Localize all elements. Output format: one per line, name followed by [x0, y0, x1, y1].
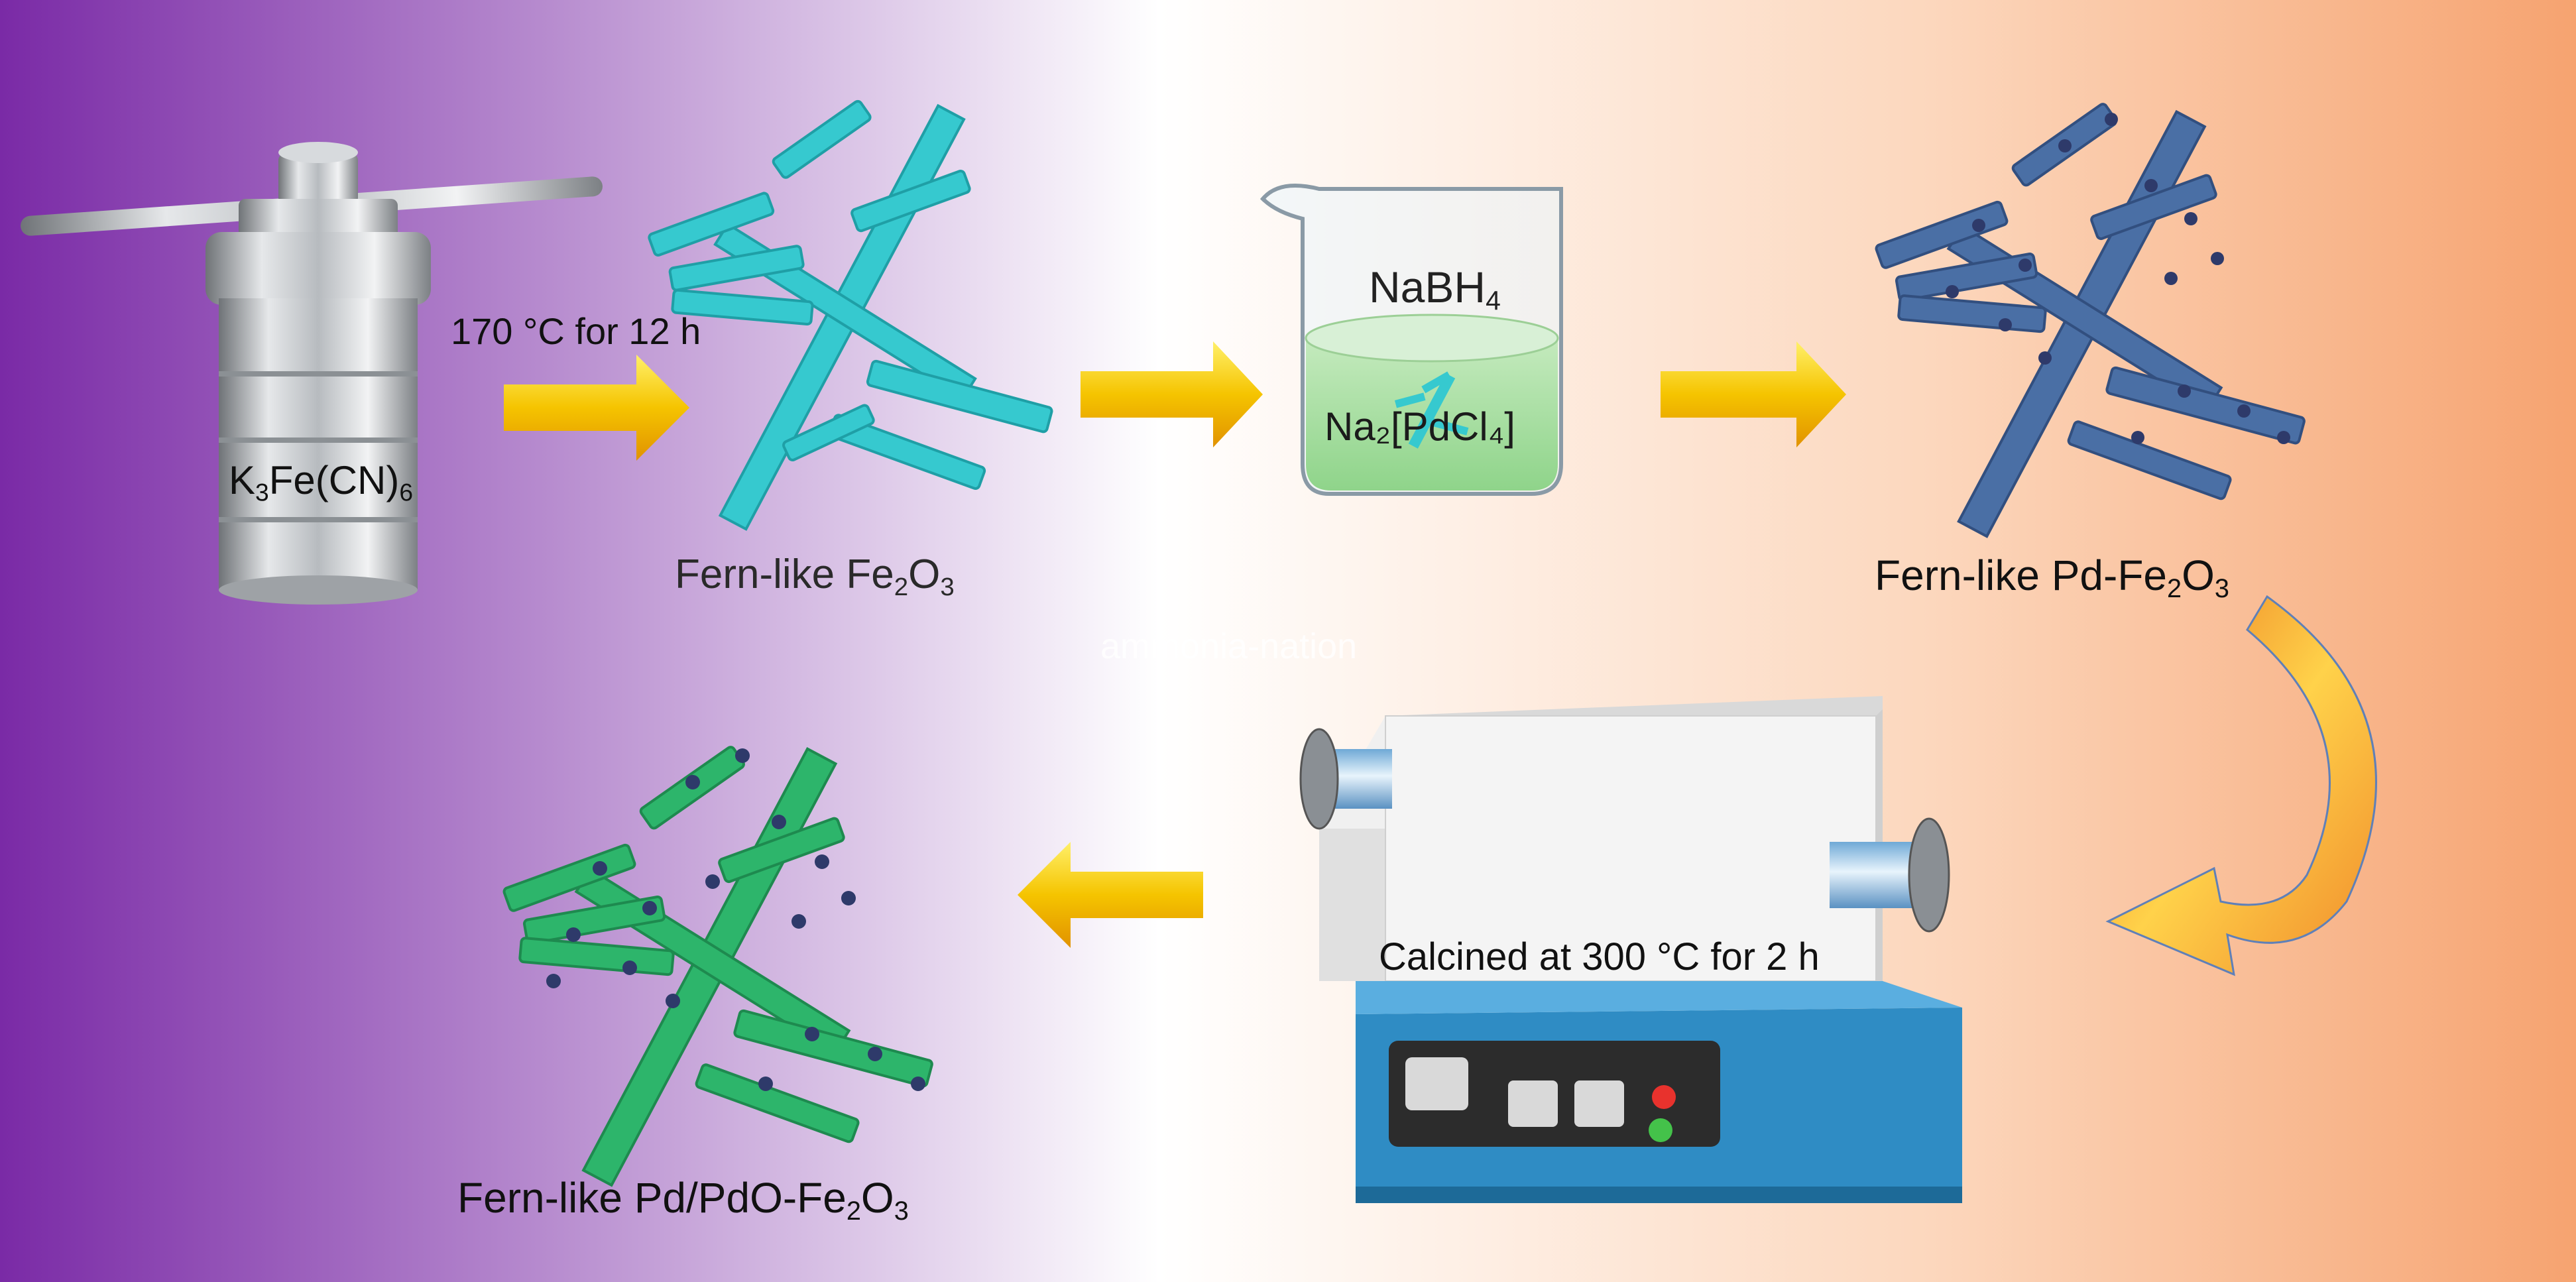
tube-furnace-icon — [1299, 696, 1962, 1203]
fern-structure-icon — [1875, 103, 2306, 538]
condition-label-hydrothermal: 170 °C for 12 h — [451, 310, 701, 352]
precursor-label: K3Fe(CN)6 — [229, 458, 414, 506]
fern-fe2o3-label: Fern-like Fe2O3 — [675, 552, 955, 601]
arrow-left-icon — [1018, 842, 1203, 948]
arrow-right-icon — [504, 355, 689, 461]
fern-structure-icon — [502, 746, 933, 1187]
autoclave-icon — [21, 142, 603, 605]
reductant-label: NaBH4 — [1369, 262, 1501, 316]
beaker-icon — [1259, 184, 1563, 496]
fern-pd-pdo-fe2o3-label: Fern-like Pd/PdO-Fe2O3 — [457, 1174, 909, 1226]
pd-precursor-label: Na₂[PdCl₄] — [1324, 404, 1515, 449]
fern-pd-fe2o3-label: Fern-like Pd-Fe2O3 — [1875, 552, 2229, 604]
arrow-right-icon — [1661, 341, 1846, 447]
condition-label-calcination: Calcined at 300 °C for 2 h — [1379, 935, 1820, 978]
fern-structure-icon — [648, 99, 1053, 531]
curved-arrow-icon — [2105, 595, 2377, 976]
arrow-right-icon — [1081, 341, 1263, 447]
watermark: ammonia-nation — [1100, 626, 1358, 666]
